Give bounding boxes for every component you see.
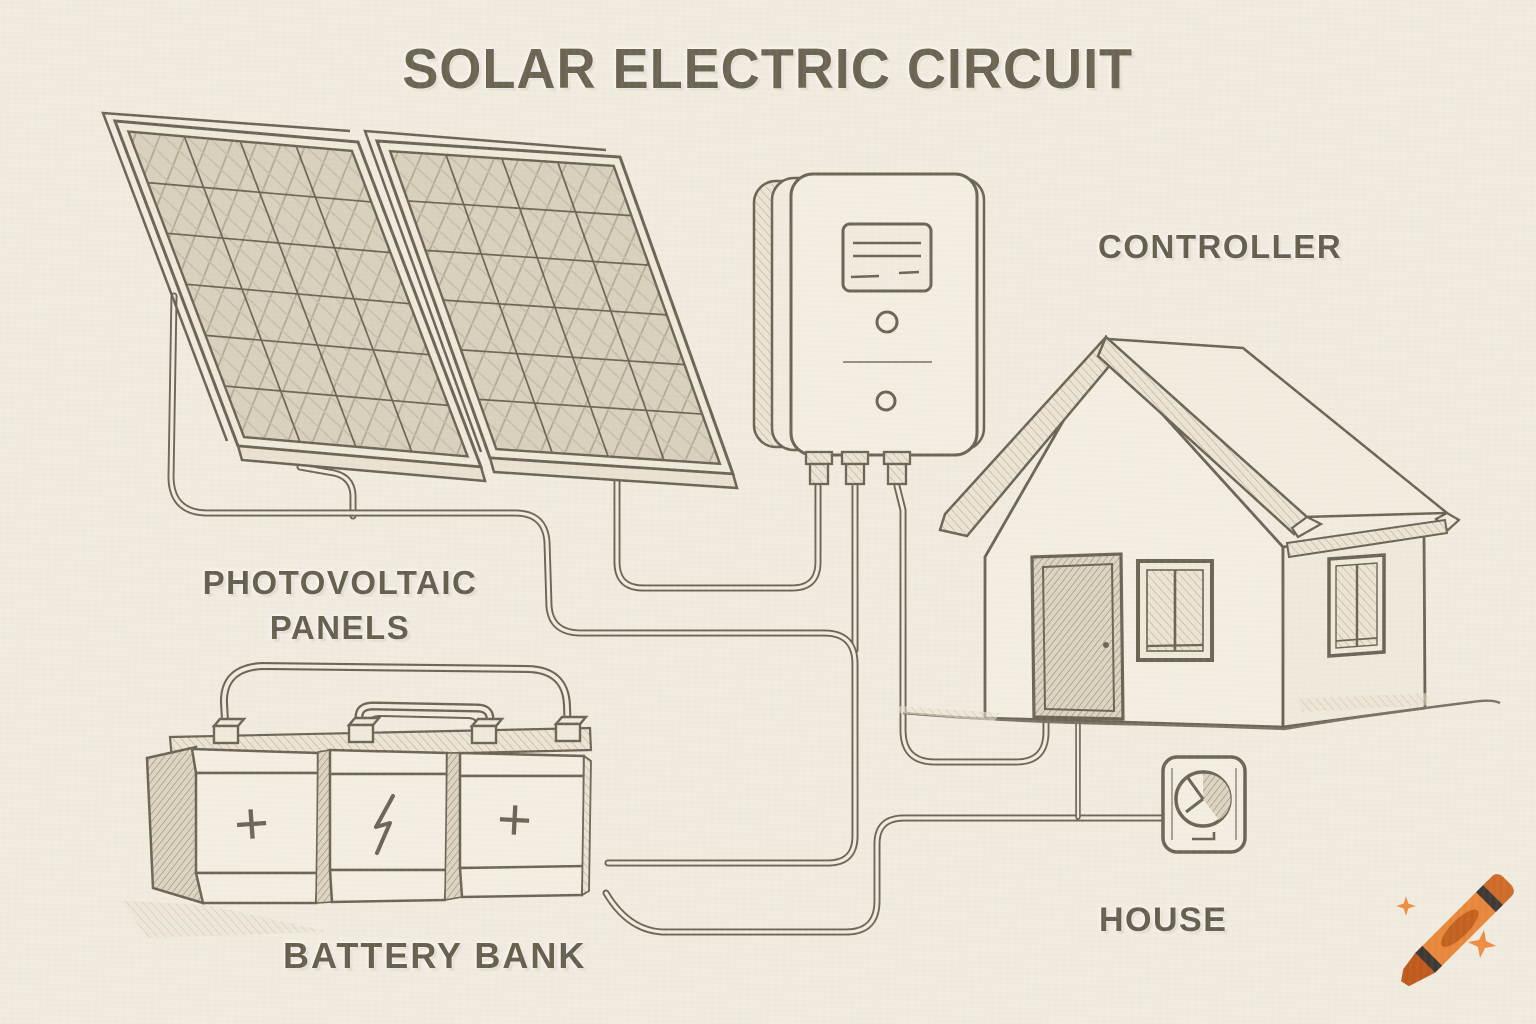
controller-screen-lines	[850, 241, 921, 279]
meter-tick	[1192, 832, 1216, 841]
battery-jumper-cable	[219, 661, 572, 738]
house-eave-tip	[1434, 511, 1461, 532]
controller-screen	[841, 222, 933, 293]
battery-terminals	[211, 715, 589, 745]
ground-line	[898, 693, 1501, 731]
photovoltaic-panels	[101, 111, 739, 490]
panel-left-bottom-rim	[236, 444, 487, 483]
page-title: SOLAR ELECTRIC CIRCUIT	[402, 37, 1134, 101]
meter-hand	[1186, 777, 1205, 800]
battery-plus-symbol: +	[495, 785, 534, 854]
house-window-front	[1136, 559, 1214, 662]
battery-plus-symbol: +	[231, 788, 272, 859]
crayon-icon	[1396, 874, 1514, 987]
panel-left-back-edge	[101, 111, 351, 442]
house-roof-edge-right	[1096, 334, 1309, 536]
panel-right-bottom-rim	[488, 456, 739, 490]
label-battery-bank: BATTERY BANK	[283, 935, 587, 976]
battery-shadow	[120, 900, 330, 938]
lightning-bolt-icon	[374, 794, 395, 855]
label-house: HOUSE	[1099, 901, 1228, 939]
label-photovoltaic-panels: PHOTOVOLTAIC PANELS	[158, 560, 522, 650]
meter-dial-shading	[1203, 773, 1231, 820]
wire-battery-to-meter	[602, 814, 1170, 936]
label-line: PHOTOVOLTAIC	[202, 564, 478, 601]
battery-handle	[354, 701, 495, 727]
battery-1	[145, 745, 320, 905]
meter-hand	[1185, 797, 1204, 814]
battery-3	[458, 751, 592, 899]
sparkle-icon	[1396, 896, 1416, 916]
house-window-side	[1327, 553, 1386, 658]
door-handle	[1103, 642, 1109, 648]
wires	[167, 292, 1170, 936]
house	[938, 334, 1461, 729]
meter-box	[1161, 755, 1247, 854]
controller-box	[752, 172, 986, 486]
controller-led-top	[875, 310, 899, 334]
label-controller: CONTROLLER	[1098, 228, 1343, 265]
house-fascia	[1285, 518, 1449, 559]
house-door	[1030, 552, 1125, 721]
solar-panel-right	[377, 141, 733, 474]
label-line: PANELS	[269, 609, 411, 647]
panel-right-back-edge	[363, 129, 607, 453]
controller-led-bottom	[875, 390, 897, 412]
solar-panel-left	[115, 121, 481, 467]
controller-body	[789, 172, 979, 457]
battery-bank	[120, 661, 593, 938]
controller-cable-glands	[804, 450, 912, 486]
sparkle-icon	[1467, 929, 1497, 959]
